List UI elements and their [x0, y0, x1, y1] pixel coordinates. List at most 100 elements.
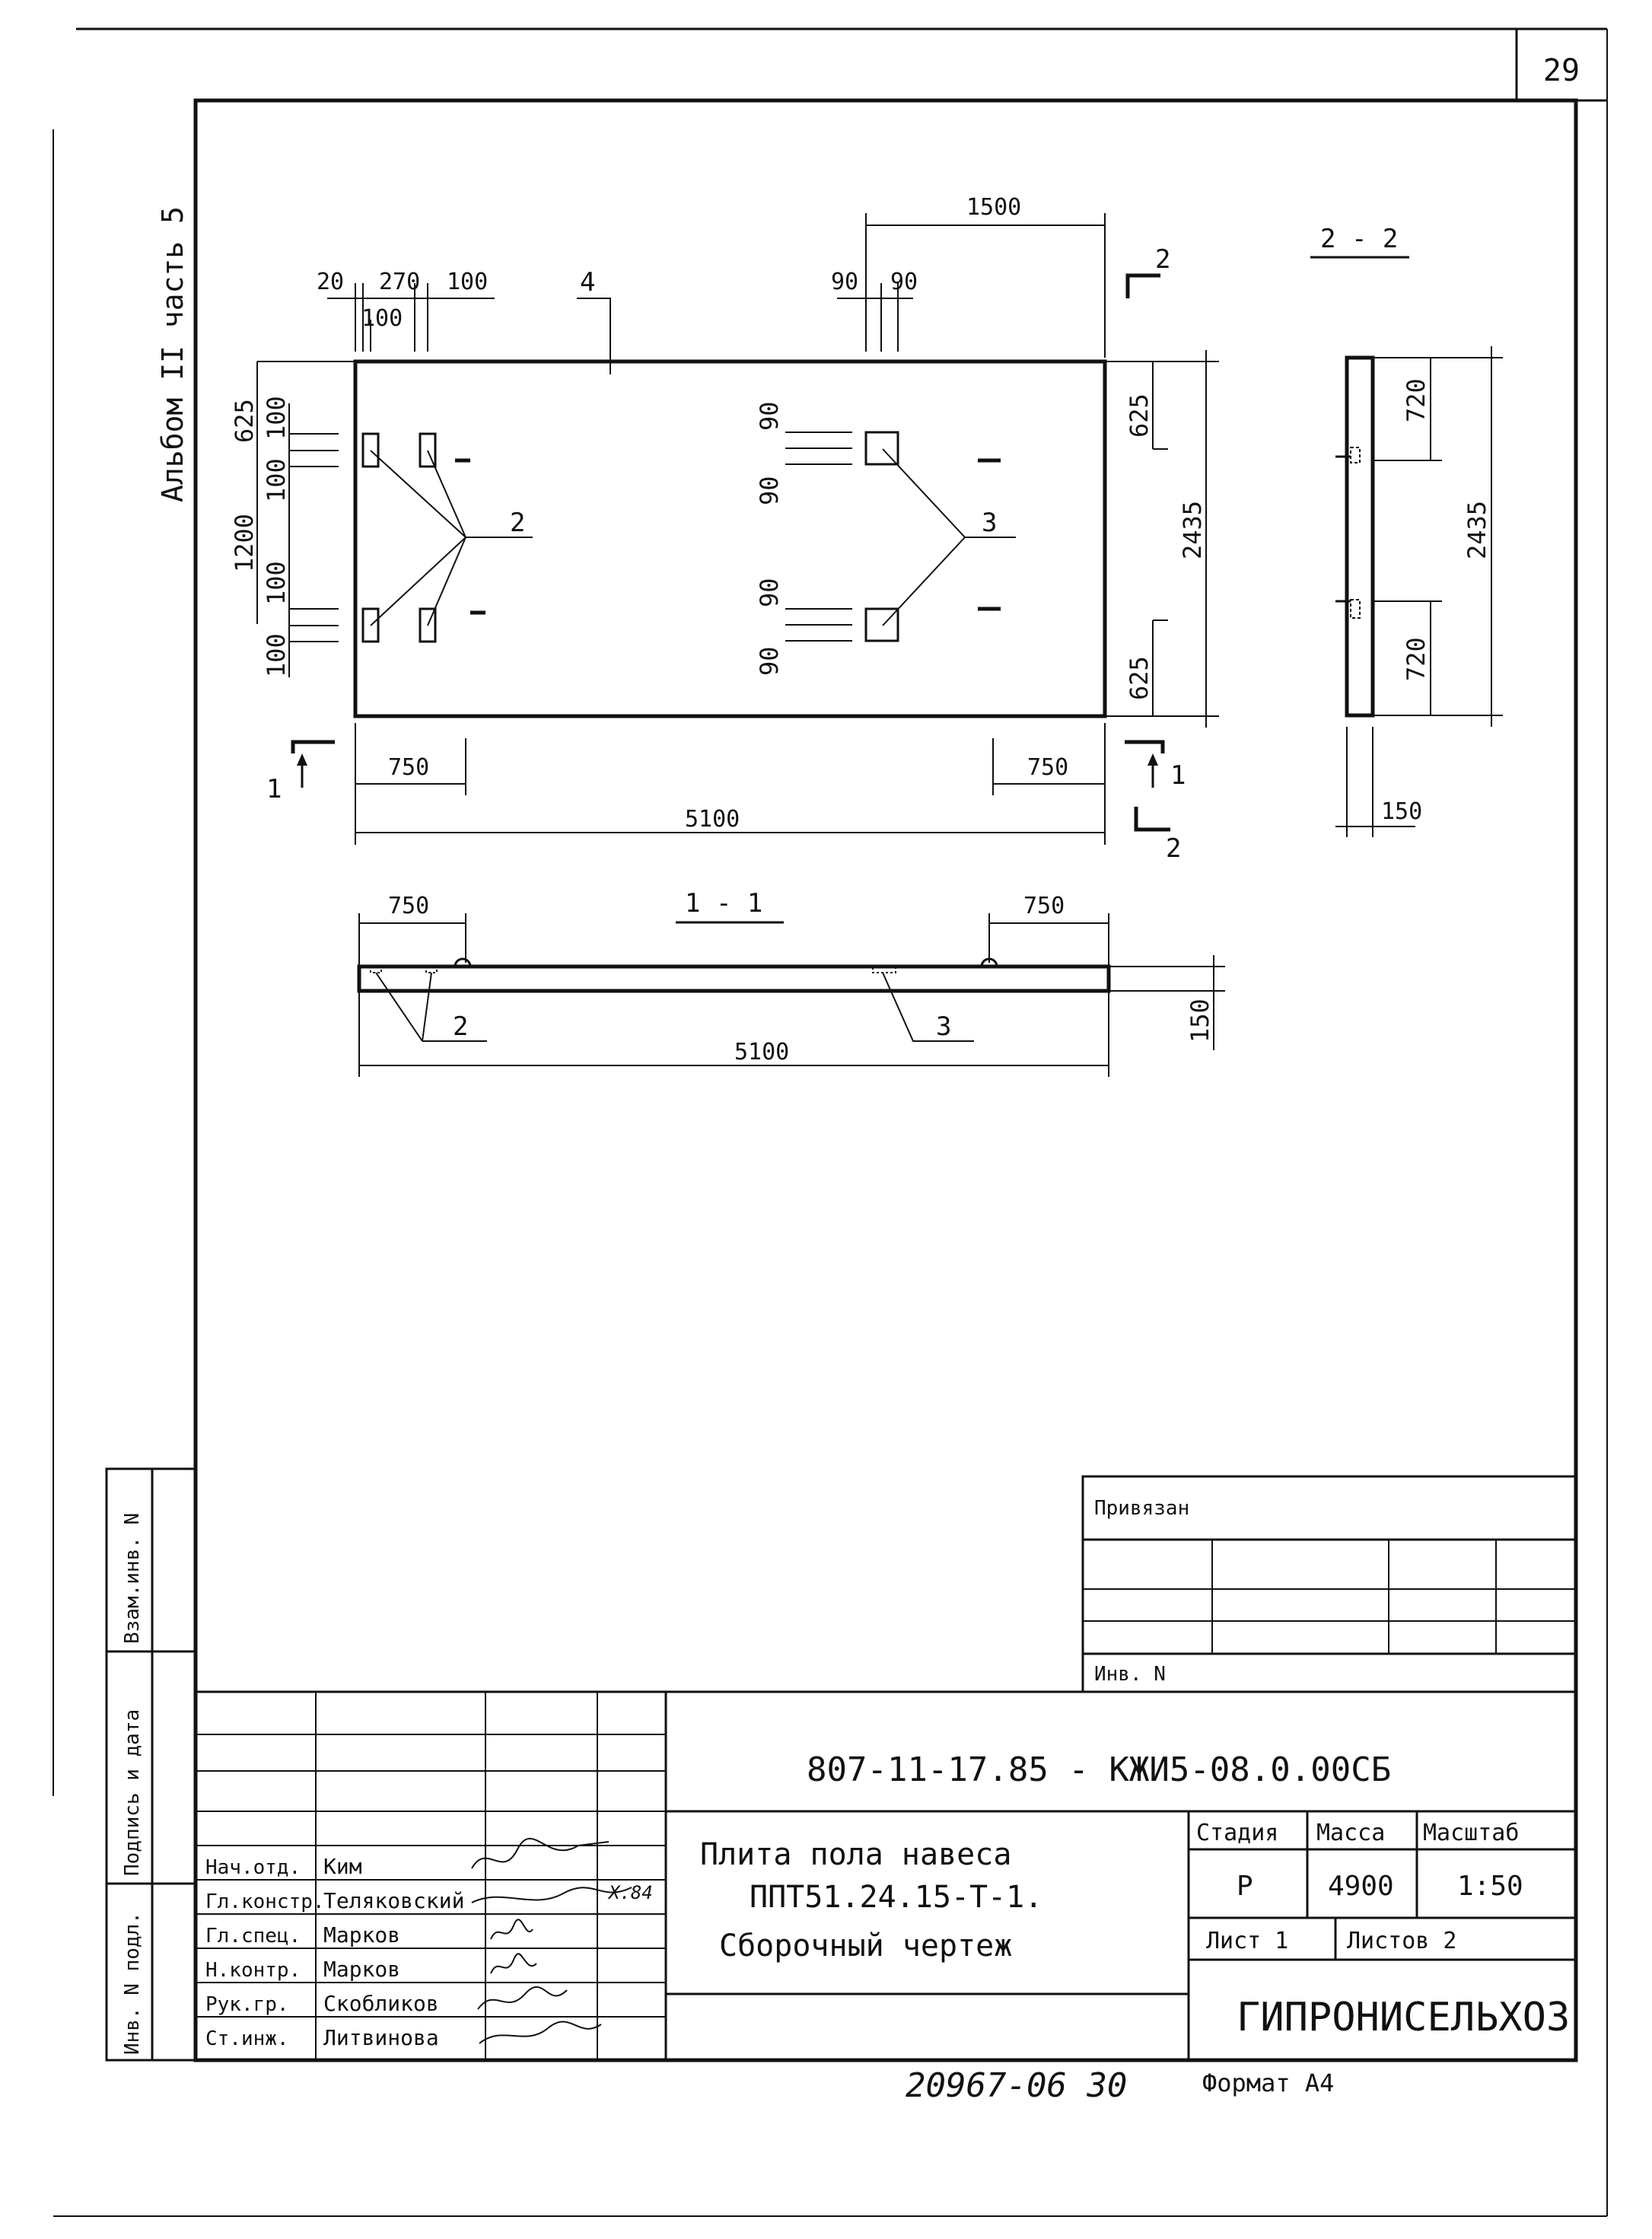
mass-label: Масса — [1316, 1820, 1385, 1846]
embed-part-2 — [361, 607, 380, 643]
title-block — [194, 1690, 1577, 2062]
bottom-dim-750-right: 750 — [1027, 754, 1068, 781]
left-dim-1200: 1200 — [230, 514, 259, 572]
bottom-dim-750-left: 750 — [388, 754, 429, 781]
leader-2-plan — [370, 450, 533, 626]
mid-dim-lines — [785, 432, 852, 642]
stage-label: Стадия — [1196, 1820, 1278, 1846]
section-22-dim-lines — [1335, 346, 1503, 837]
top-dim-90b: 90 — [890, 269, 918, 295]
left-dim-lines — [256, 361, 355, 677]
title-block-grid — [196, 1692, 666, 2060]
mass-value: 4900 — [1328, 1871, 1394, 1902]
right-dim-2435: 2435 — [1178, 501, 1207, 559]
section-22-embed-dash — [1350, 447, 1361, 463]
role-gl-konstr: Гл.констр. — [205, 1890, 325, 1913]
section-11-dim-5100: 5100 — [734, 1039, 789, 1065]
section-mark-2-bottom-label: 2 — [1166, 833, 1181, 864]
section-22-dim-2435: 2435 — [1463, 501, 1491, 559]
embed-part-2 — [419, 607, 437, 643]
sheets-label: Листов 2 — [1347, 1928, 1457, 1954]
handwritten-number: 20967-06 30 — [906, 2066, 1127, 2105]
top-dim-100-inner: 100 — [361, 305, 403, 332]
name-kim: Ким — [323, 1854, 362, 1879]
leader-4 — [577, 298, 611, 374]
role-nach-otd: Нач.отд. — [205, 1856, 301, 1879]
role-gl-spets: Гл.спец. — [205, 1925, 301, 1948]
privyazan-inv: Инв. N — [1094, 1663, 1166, 1686]
name-markov-1: Марков — [323, 1922, 400, 1948]
left-dim-100c: 100 — [262, 561, 291, 605]
mid-dim-90d: 90 — [755, 646, 784, 676]
embed-part-3 — [864, 607, 899, 642]
side-stamp-podpis: Подпись и дата — [121, 1709, 144, 1876]
signature-date-note: X.84 — [607, 1882, 653, 1903]
scale-label: Масштаб — [1423, 1820, 1519, 1846]
side-stamp-vzam: Взам.инв. N — [121, 1513, 144, 1644]
stage-value: Р — [1237, 1871, 1253, 1902]
name-markov-2: Марков — [323, 1957, 400, 1982]
mid-dim-90b: 90 — [755, 476, 784, 505]
leader-3-plan — [882, 448, 1016, 626]
sheet-label: Лист 1 — [1206, 1928, 1288, 1954]
role-ruk-gr: Рук.гр. — [205, 1993, 289, 2016]
section-11-leader-3-label: 3 — [936, 1011, 951, 1042]
organization: ГИПРОНИСЕЛЬХОЗ — [1237, 1995, 1570, 2040]
name-litvinova: Литвинова — [323, 2025, 439, 2050]
section-11-embed — [425, 966, 438, 973]
role-n-kontr: Н.контр. — [205, 1959, 301, 1982]
section-11-leader-2-label: 2 — [453, 1011, 468, 1042]
section-22-outline — [1345, 355, 1375, 718]
section-11-embed — [370, 966, 382, 973]
arrow-head — [1147, 753, 1158, 766]
top-dim-100: 100 — [447, 269, 488, 295]
section-mark-2-bottom — [1134, 807, 1170, 832]
section-11-leader-3 — [882, 972, 974, 1042]
name-telyakovsky: Теляковский — [323, 1888, 464, 1913]
section-11-dim-lines — [358, 913, 1225, 1077]
top-dim-lines-right — [837, 213, 1106, 358]
top-dim-90a: 90 — [831, 269, 858, 295]
role-st-inzh: Ст.инж. — [205, 2027, 289, 2050]
section-mark-1-left — [291, 740, 335, 753]
section-11-title: 1 - 1 — [685, 888, 762, 919]
leader-3-label: 3 — [982, 508, 997, 538]
left-dim-100b: 100 — [262, 458, 291, 502]
top-dim-270: 270 — [379, 269, 420, 295]
section-11-embed — [872, 966, 896, 973]
section-mark-1-right — [1125, 740, 1165, 753]
leader-4-label: 4 — [580, 267, 595, 298]
right-dim-lines — [1105, 350, 1219, 728]
section-11-dim-750-left: 750 — [388, 893, 429, 919]
section-22-title: 2 - 2 — [1320, 224, 1398, 254]
section-11-loop — [454, 957, 472, 967]
bottom-dim-5100: 5100 — [685, 806, 740, 833]
section-22-embed-dash — [1350, 599, 1361, 619]
bottom-dim-lines — [355, 723, 1106, 845]
section-mark-1-right-label: 1 — [1170, 760, 1186, 791]
side-stamp-inv-podl: Инв. N подл. — [121, 1912, 144, 2055]
section-22-dim-720-bottom: 720 — [1402, 637, 1431, 681]
scale-value: 1:50 — [1457, 1871, 1523, 1902]
section-mark-2-top — [1125, 273, 1160, 298]
arrow-head — [297, 753, 307, 766]
title-line-3: Сборочный чертеж — [719, 1928, 1012, 1964]
mid-dim-90c: 90 — [755, 578, 784, 607]
section-22-dim-150: 150 — [1381, 798, 1422, 825]
leader-2-label: 2 — [510, 508, 525, 538]
title-line-1: Плита пола навеса — [700, 1837, 1011, 1872]
top-dim-1500: 1500 — [966, 194, 1021, 221]
sheet-number: 29 — [1543, 53, 1580, 88]
section-mark-1-left-label: 1 — [266, 774, 282, 804]
section-11-dim-150: 150 — [1186, 998, 1214, 1043]
left-dim-100a: 100 — [262, 396, 291, 440]
album-note: Альбом II часть 5 — [156, 206, 189, 502]
privyazan-label: Привязан — [1094, 1497, 1189, 1520]
signature-marks — [471, 1838, 632, 2044]
right-dim-625-bottom: 625 — [1125, 656, 1154, 700]
name-skoblikov: Скобликов — [323, 1991, 439, 2016]
mid-dim-90a: 90 — [755, 401, 784, 431]
title-line-2: ППТ51.24.15-Т-1. — [750, 1880, 1042, 1915]
section-22-dim-720-top: 720 — [1402, 378, 1431, 422]
left-dim-625: 625 — [230, 399, 259, 443]
